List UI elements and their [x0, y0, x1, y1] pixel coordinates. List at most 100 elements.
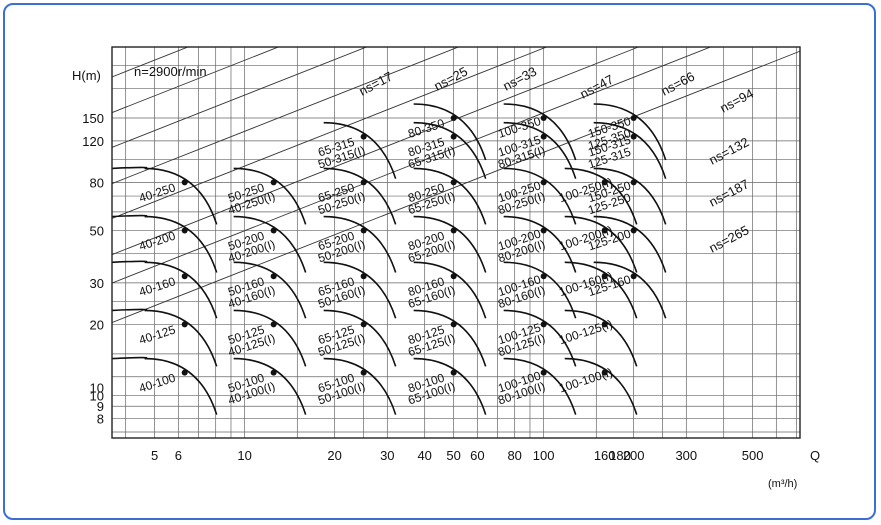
y-tick-label: 20: [90, 317, 104, 332]
x-tick-label: 20: [327, 448, 341, 463]
x-tick-label: 40: [417, 448, 431, 463]
x-tick-label: 60: [470, 448, 484, 463]
pump-curve: [323, 261, 397, 319]
pump-curve: [233, 357, 307, 415]
duty-point: [360, 321, 367, 328]
ns-line: [112, 47, 640, 256]
pump-curve: [564, 261, 638, 319]
pump-curve: [233, 215, 307, 273]
pump-curve: [323, 167, 397, 225]
pump-curve: [503, 167, 577, 225]
pump-curve: [593, 103, 667, 161]
duty-point: [450, 321, 457, 328]
duty-point: [270, 179, 277, 186]
ns-line: [112, 50, 800, 324]
ns-line: [112, 47, 548, 219]
pump-model-label: 40-125: [137, 322, 177, 347]
pump-curve: [111, 308, 148, 312]
pump-model-label: 40-200: [137, 228, 177, 253]
duty-point: [601, 369, 608, 376]
pump-curve: [503, 121, 577, 179]
pump-curve-group: 40-200: [137, 215, 218, 273]
y-tick-label: 120: [82, 134, 104, 149]
pump-curve: [144, 309, 218, 367]
x-tick-label: 6: [175, 448, 182, 463]
pump-curve: [111, 356, 148, 360]
pump-curve: [503, 103, 577, 161]
x-tick-label: 80: [507, 448, 521, 463]
pump-curve: [503, 309, 577, 367]
pump-curve: [564, 167, 638, 225]
pump-curve: [233, 261, 307, 319]
duty-point: [450, 115, 457, 122]
plot-border: [111, 46, 801, 439]
duty-point: [540, 133, 547, 140]
ns-line: [112, 47, 712, 284]
y-tick-label: 10: [90, 381, 104, 396]
duty-point: [601, 227, 608, 234]
x-tick-label: 30: [380, 448, 394, 463]
duty-point: [601, 321, 608, 328]
x-tick-label: 50: [446, 448, 460, 463]
pump-curve: [323, 309, 397, 367]
duty-point: [450, 133, 457, 140]
duty-point: [270, 321, 277, 328]
pump-curve: [111, 260, 148, 264]
duty-point: [540, 273, 547, 280]
pump-curve: [144, 261, 218, 319]
x-tick-label: 500: [742, 448, 764, 463]
pump-curve: [413, 215, 487, 273]
x-tick-label: 100: [533, 448, 555, 463]
pump-curve: [503, 357, 577, 415]
x-tick-label: 300: [675, 448, 697, 463]
duty-point: [601, 179, 608, 186]
pump-curve: [144, 215, 218, 273]
pump-curve: [593, 121, 667, 179]
ns-label: ns=132: [706, 134, 751, 167]
pump-model-label: 40-160: [137, 274, 177, 299]
pump-curve: [593, 215, 667, 273]
duty-point: [540, 321, 547, 328]
duty-point: [540, 115, 547, 122]
x-axis-unit: (m³/h): [768, 478, 797, 490]
pump-curve: [413, 167, 487, 225]
y-tick-label: 50: [90, 224, 104, 239]
duty-point: [450, 273, 457, 280]
pump-model-label: 40-100: [137, 370, 177, 395]
duty-point: [630, 133, 637, 140]
pump-curve: [323, 357, 397, 415]
pump-curve: [144, 357, 218, 415]
y-tick-label: 9: [97, 399, 104, 414]
x-tick-label: 10: [237, 448, 251, 463]
pump-curve: [593, 261, 667, 319]
duty-point: [270, 369, 277, 376]
pump-curve: [111, 166, 148, 170]
pump-curve: [233, 309, 307, 367]
duty-point: [540, 227, 547, 234]
duty-point: [181, 273, 188, 280]
ns-line: [112, 47, 460, 185]
ns-label: ns=25: [431, 64, 470, 94]
pump-curve: [413, 261, 487, 319]
duty-point: [601, 273, 608, 280]
x-tick-label: 5: [151, 448, 158, 463]
ns-label: ns=33: [500, 64, 539, 94]
pump-model-label: 100-100(I): [557, 365, 614, 395]
ns-label: ns=187: [706, 176, 751, 209]
duty-point: [181, 227, 188, 234]
duty-point: [630, 227, 637, 234]
pump-curve: [593, 167, 667, 225]
duty-point: [270, 273, 277, 280]
ns-label: ns=94: [717, 86, 756, 116]
pump-curve: [413, 357, 487, 415]
y-tick-label: 80: [90, 175, 104, 190]
pump-curve-group: 125-160: [586, 261, 667, 319]
y-tick-label: 10: [90, 388, 104, 403]
